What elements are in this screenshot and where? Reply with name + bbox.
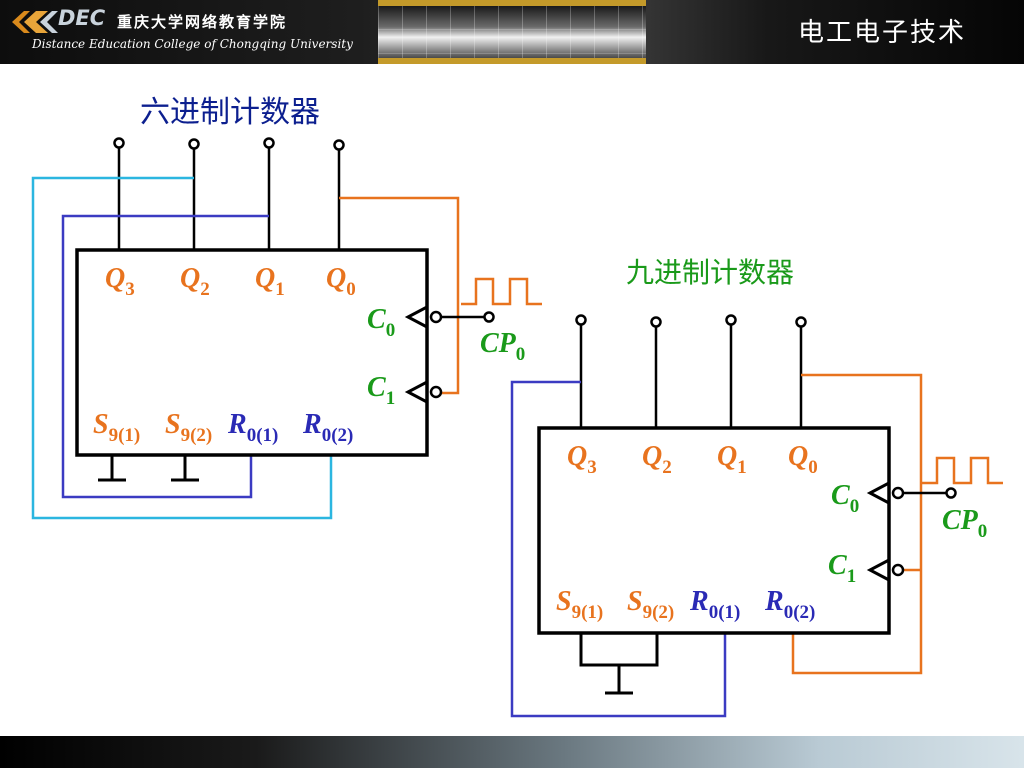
counter9-clock-symbols <box>866 481 890 582</box>
counter6-r02-label: R <box>302 409 322 440</box>
counter9-c1-label: C <box>828 550 847 581</box>
counter6-q2-label: Q <box>180 263 200 294</box>
svg-text:Q0: Q0 <box>326 263 356 300</box>
counter6-wire-q1-blue <box>61 214 269 499</box>
counter6-s91-label: S <box>93 409 109 440</box>
counter6-cp0-label: CP <box>480 328 517 359</box>
svg-text:C1: C1 <box>828 550 856 587</box>
svg-text:Q2: Q2 <box>642 441 672 478</box>
counter9-c1-bubble <box>891 563 905 577</box>
svg-text:S9(2): S9(2) <box>165 409 212 446</box>
counter9-ground-icon <box>579 633 659 695</box>
counter6-clock-pulse-icon <box>461 277 542 306</box>
counter9-q1-label: Q <box>717 441 737 472</box>
counter9-s92-label: S <box>627 586 643 617</box>
college-name-cn: 重庆大学网络教育学院 <box>117 13 288 31</box>
counter6-r01-label: R <box>227 409 247 440</box>
counter9-wire-q0-orange <box>791 373 923 675</box>
svg-text:Q0: Q0 <box>788 441 818 478</box>
counter9-output-pins <box>575 314 807 428</box>
counter6-c1-label: C <box>367 372 386 403</box>
counter9-wire-q3-blue <box>510 380 727 718</box>
counter-circuit-diagram: 六进制计数器 Q3 Q2 Q1 <box>31 96 1003 718</box>
svg-text:S9(1): S9(1) <box>556 586 603 623</box>
counter9-c0-label: C <box>831 480 850 511</box>
svg-text:Q3: Q3 <box>105 263 135 300</box>
dec-logo-icon <box>12 11 58 33</box>
svg-text:CP0: CP0 <box>942 505 987 542</box>
counter6-cp0-terminal <box>483 311 495 323</box>
counter6-clock-symbols <box>404 305 428 404</box>
svg-text:S9(2): S9(2) <box>627 586 674 623</box>
counter6-q3-label: Q <box>105 263 125 294</box>
counter6-output-pins <box>113 137 345 250</box>
svg-text:Q1: Q1 <box>717 441 747 478</box>
counter9-c0-bubble <box>891 486 905 500</box>
counter6-ground-icons <box>98 455 199 482</box>
counter9-output-labels: Q3 Q2 Q1 Q0 <box>567 441 818 478</box>
svg-text:R0(1): R0(1) <box>227 409 278 446</box>
counter9-title: 九进制计数器 <box>626 257 794 289</box>
counter9-q0-label: Q <box>788 441 808 472</box>
header-banner-image <box>378 0 646 64</box>
counter6-c1-bubble <box>429 385 443 399</box>
counter6-s92-label: S <box>165 409 181 440</box>
counter6-q0-label: Q <box>326 263 346 294</box>
svg-text:S9(1): S9(1) <box>93 409 140 446</box>
counter6-wire-q2-cyan <box>31 176 333 520</box>
course-title: 电工电子技术 <box>797 18 966 48</box>
footer-bar <box>0 736 1024 768</box>
svg-text:Q1: Q1 <box>255 263 285 300</box>
counter9-s91-label: S <box>556 586 572 617</box>
svg-text:C0: C0 <box>831 480 859 517</box>
svg-text:R0(2): R0(2) <box>764 586 815 623</box>
counter9-cp0-label: CP <box>942 505 979 536</box>
header-bar: DEC 重庆大学网络教育学院 Distance Education Colleg… <box>0 0 1024 64</box>
svg-text:C0: C0 <box>367 304 395 341</box>
counter6-box <box>75 248 429 457</box>
svg-text:R0(2): R0(2) <box>302 409 353 446</box>
counter9-r01-label: R <box>689 586 709 617</box>
svg-text:R0(1): R0(1) <box>689 586 740 623</box>
counter6-title: 六进制计数器 <box>140 96 320 129</box>
counter6-output-labels: Q3 Q2 Q1 Q0 <box>105 263 356 300</box>
counter6-c0-bubble <box>429 310 443 324</box>
svg-text:C1: C1 <box>367 372 395 409</box>
svg-text:Q3: Q3 <box>567 441 597 478</box>
counter9-q3-label: Q <box>567 441 587 472</box>
logo-text: DEC <box>58 6 106 30</box>
counter9-clock-pulse-icon <box>922 456 1003 485</box>
counter9-box <box>537 426 891 635</box>
counter6-c0-label: C <box>367 304 386 335</box>
counter6-wire-q0-orange <box>339 196 460 395</box>
counter6-q1-label: Q <box>255 263 275 294</box>
counter9-q2-label: Q <box>642 441 662 472</box>
counter9-r02-label: R <box>764 586 784 617</box>
college-name-en: Distance Education College of Chongqing … <box>32 37 353 51</box>
svg-text:CP0: CP0 <box>480 328 525 365</box>
svg-text:Q2: Q2 <box>180 263 210 300</box>
counter9-cp0-terminal <box>945 487 957 499</box>
